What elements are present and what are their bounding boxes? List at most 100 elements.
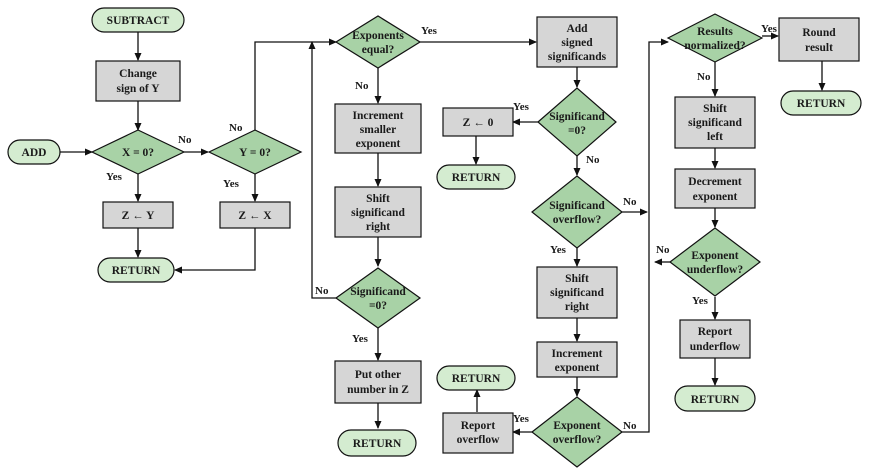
svg-text:Shift: Shift xyxy=(703,103,727,115)
svg-text:left: left xyxy=(707,131,723,143)
svg-text:Increment: Increment xyxy=(552,348,603,360)
decision-y-zero: Y = 0? xyxy=(207,129,303,175)
svg-text:Decrement: Decrement xyxy=(688,176,742,188)
decision-significand-zero-a: Significand =0? xyxy=(334,267,422,329)
label-x-zero-yes: Yes xyxy=(106,171,123,183)
svg-text:Significand: Significand xyxy=(350,286,406,298)
terminal-return-left: RETURN xyxy=(97,257,175,283)
svg-text:exponent: exponent xyxy=(356,138,401,150)
label-exponents-no: No xyxy=(355,80,369,92)
svg-text:result: result xyxy=(805,42,833,54)
process-shift-significand-left: Shift significand left xyxy=(674,96,756,149)
label-y-zero-yes: Yes xyxy=(223,178,240,190)
svg-text:SUBTRACT: SUBTRACT xyxy=(107,15,170,27)
process-z-gets-zero: Z ← 0 xyxy=(442,107,514,137)
svg-text:RETURN: RETURN xyxy=(112,265,161,277)
process-z-gets-y: Z ← Y xyxy=(102,201,174,229)
label-sig-overflow-no: No xyxy=(623,196,637,208)
svg-text:equal?: equal? xyxy=(362,44,395,56)
svg-text:signed: signed xyxy=(561,37,593,49)
decision-significand-overflow: Significand overflow? xyxy=(531,175,623,249)
process-shift-significand-right-b: Shift significand right xyxy=(536,266,618,319)
process-report-underflow: Report underflow xyxy=(679,319,751,359)
svg-text:significands: significands xyxy=(548,51,607,63)
process-increment-smaller-exponent: Increment smaller exponent xyxy=(334,103,422,154)
svg-text:overflow?: overflow? xyxy=(553,214,602,226)
svg-text:Shift: Shift xyxy=(366,193,390,205)
process-change-sign: Change sign of Y xyxy=(95,60,181,102)
svg-text:right: right xyxy=(565,301,589,313)
label-sig-zero-b-no: No xyxy=(586,154,600,166)
label-sig-zero-b-yes: Yes xyxy=(513,101,530,113)
label-underflow-no: No xyxy=(656,244,670,256)
svg-text:overflow: overflow xyxy=(457,434,500,446)
label-exp-overflow-no: No xyxy=(623,420,637,432)
svg-text:Results: Results xyxy=(697,26,733,38)
svg-text:normalized?: normalized? xyxy=(684,40,746,52)
svg-text:Exponent: Exponent xyxy=(553,420,600,432)
label-underflow-yes: Yes xyxy=(692,295,709,307)
svg-text:RETURN: RETURN xyxy=(353,438,402,450)
svg-text:Round: Round xyxy=(802,27,836,39)
svg-text:RETURN: RETURN xyxy=(452,172,501,184)
svg-text:Significand: Significand xyxy=(549,200,605,212)
label-sig-zero-a-no: No xyxy=(315,285,329,297)
label-normalized-no: No xyxy=(697,71,711,83)
svg-text:Change: Change xyxy=(119,68,157,80)
process-shift-significand-right-a: Shift significand right xyxy=(334,186,422,238)
svg-text:significand: significand xyxy=(351,207,405,219)
svg-text:RETURN: RETURN xyxy=(691,394,740,406)
terminal-return-center: RETURN xyxy=(436,365,516,391)
edge-y-zero-no-to-exponents xyxy=(254,38,337,130)
svg-text:Increment: Increment xyxy=(353,110,404,122)
svg-text:Exponents: Exponents xyxy=(352,30,404,42)
svg-text:right: right xyxy=(366,221,390,233)
connectors xyxy=(60,32,826,436)
decision-exponent-overflow: Exponent overflow? xyxy=(531,396,623,468)
svg-text:=0?: =0? xyxy=(369,300,387,312)
svg-text:RETURN: RETURN xyxy=(797,98,846,110)
svg-text:X = 0?: X = 0? xyxy=(122,147,154,159)
process-report-overflow: Report overflow xyxy=(442,412,514,454)
process-put-other-number: Put other number in Z xyxy=(334,360,422,404)
label-sig-overflow-yes: Yes xyxy=(550,244,567,256)
label-exponents-yes: Yes xyxy=(421,25,438,37)
svg-text:Add: Add xyxy=(566,23,588,35)
process-increment-exponent: Increment exponent xyxy=(536,341,618,378)
terminal-return-bottom: RETURN xyxy=(337,429,417,457)
label-y-zero-no: No xyxy=(229,122,243,134)
svg-text:Put other: Put other xyxy=(355,369,401,381)
svg-text:Report: Report xyxy=(698,326,733,338)
label-normalized-yes: Yes xyxy=(761,23,778,35)
terminal-add: ADD xyxy=(7,139,61,165)
svg-text:overflow?: overflow? xyxy=(553,434,602,446)
svg-text:Y = 0?: Y = 0? xyxy=(239,147,271,159)
decision-exponents-equal: Exponents equal? xyxy=(334,15,422,69)
svg-text:underflow: underflow xyxy=(690,341,741,353)
svg-text:=0?: =0? xyxy=(568,125,586,137)
label-sig-zero-a-yes: Yes xyxy=(352,333,369,345)
edge-exp-overflow-no-to-normalized xyxy=(622,38,669,433)
svg-text:exponent: exponent xyxy=(555,362,600,374)
svg-text:number in Z: number in Z xyxy=(347,384,409,396)
decision-exponent-underflow: Exponent underflow? xyxy=(669,227,761,297)
svg-text:Significand: Significand xyxy=(549,111,605,123)
terminal-return-right-top: RETURN xyxy=(780,90,862,116)
decision-significand-zero-b: Significand =0? xyxy=(537,87,617,157)
svg-text:significand: significand xyxy=(550,287,604,299)
edge-labels: No Yes No Yes Yes No No Yes Yes No No Ye… xyxy=(106,23,778,432)
process-decrement-exponent: Decrement exponent xyxy=(674,168,756,209)
decision-results-normalized: Results normalized? xyxy=(666,13,764,63)
decision-x-zero: X = 0? xyxy=(90,129,186,175)
label-x-zero-no: No xyxy=(178,134,192,146)
svg-text:sign of Y: sign of Y xyxy=(116,83,160,95)
svg-text:Shift: Shift xyxy=(565,273,589,285)
svg-text:smaller: smaller xyxy=(360,124,396,136)
edge-z-x-to-return xyxy=(174,228,256,274)
svg-text:exponent: exponent xyxy=(693,191,738,203)
terminal-subtract: SUBTRACT xyxy=(91,7,185,33)
svg-text:underflow?: underflow? xyxy=(687,264,743,276)
svg-text:Exponent: Exponent xyxy=(691,250,738,262)
svg-text:Report: Report xyxy=(461,420,496,432)
